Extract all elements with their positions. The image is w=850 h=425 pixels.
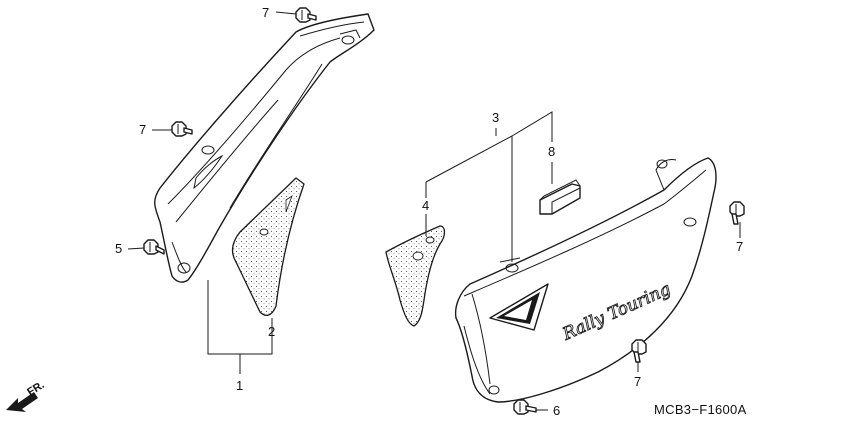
callout-3: 3 [492,110,499,125]
callout-7-right: 7 [736,239,743,254]
small-cover-pad [539,179,581,215]
collar-bolt [513,399,537,415]
front-direction-arrow: FR. [6,379,47,412]
callout-7-top: 7 [262,5,269,20]
left-side-cover [154,13,375,283]
bolt-left-mid [171,121,193,137]
front-marker-label: FR. [25,379,46,399]
callout-2: 2 [268,324,275,339]
bolt-top [295,7,317,23]
diagram-code: MCB3−F1600A [654,402,747,417]
right-side-cover: Rally Touring [454,157,717,403]
callout-4: 4 [422,198,429,213]
bolt-right-lower [631,339,647,363]
callout-1: 1 [236,378,243,393]
callout-7-lower: 7 [634,374,641,389]
callout-7-left: 7 [139,122,146,137]
leader-lines [127,11,741,411]
callout-8: 8 [548,144,555,159]
bolt-right-upper [729,201,745,225]
bolt-left-lower [143,239,165,255]
callout-5: 5 [115,241,122,256]
left-cover-mat [231,177,305,317]
callout-6: 6 [553,403,560,418]
right-cover-mat [385,225,446,327]
